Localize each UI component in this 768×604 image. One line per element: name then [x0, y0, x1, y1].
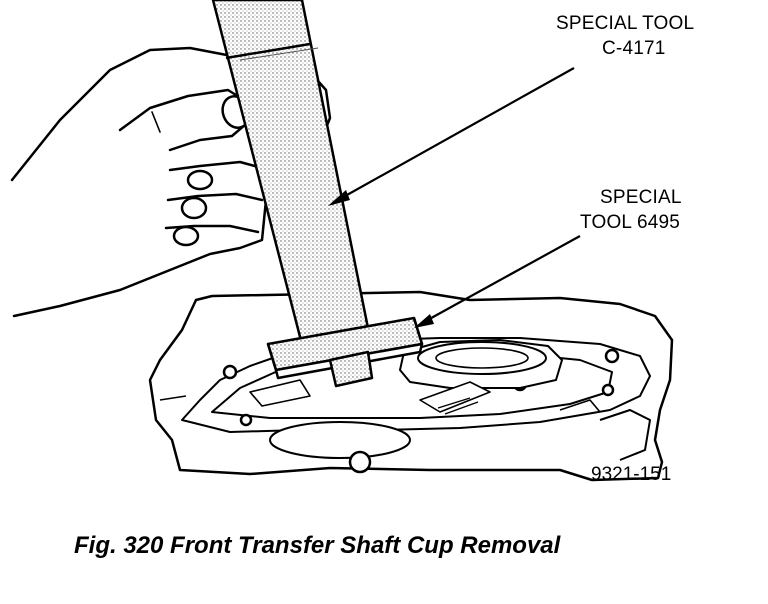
arrow-tool-c4171	[337, 67, 575, 201]
figure-number: 9321-151	[591, 464, 672, 485]
callout-tool-6495-line1: SPECIAL	[600, 187, 682, 208]
arrow-tool-6495	[423, 235, 581, 323]
callout-tool-6495: SPECIAL TOOL 6495	[580, 185, 682, 235]
arrow-head-c4171	[328, 190, 350, 206]
arrow-head-6495	[414, 314, 434, 328]
callout-tool-6495-line2: TOOL 6495	[580, 212, 681, 233]
callout-tool-c4171: SPECIAL TOOL C-4171	[556, 11, 694, 61]
tool-6495-installer	[266, 316, 424, 388]
callout-tool-c4171-line1: SPECIAL TOOL	[556, 13, 695, 34]
figure-caption: Fig. 320 Front Transfer Shaft Cup Remova…	[74, 532, 561, 559]
leader-arrows	[328, 67, 581, 328]
callout-tool-c4171-line2: C-4171	[602, 38, 666, 59]
